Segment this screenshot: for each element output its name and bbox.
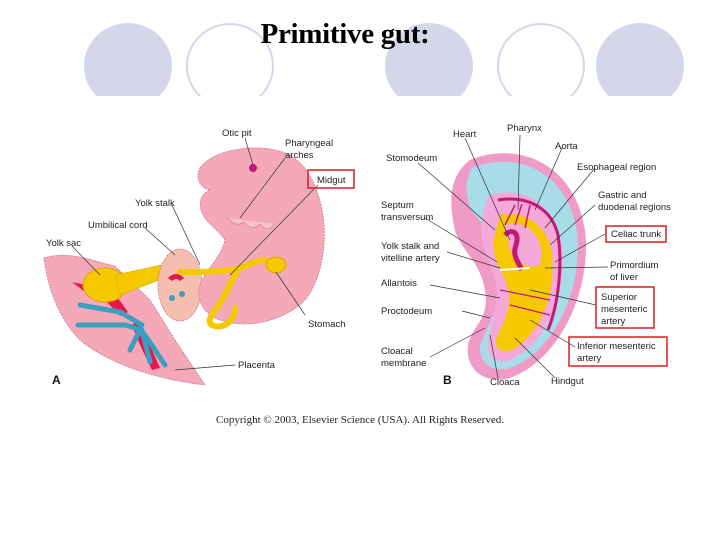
slide-title: Primitive gut:	[260, 18, 430, 50]
label-stomach: Stomach	[308, 319, 346, 330]
label-heart: Heart	[453, 129, 477, 140]
outline-circle	[497, 23, 585, 96]
label-gastric-duodenal: Gastric and	[598, 190, 647, 201]
label-cloaca: Cloaca	[490, 377, 520, 388]
panel-letter-a: A	[52, 373, 61, 387]
panel-letter-b: B	[443, 373, 452, 387]
label-midgut: Midgut	[317, 175, 346, 186]
celiac-trunk-highlight-box	[605, 225, 667, 243]
filled-circle	[84, 23, 172, 96]
label-cloacal-membrane: Cloacal	[381, 346, 413, 357]
label-esophageal-region: Esophageal region	[577, 162, 656, 173]
panel-a: Otic pit Pharyngeal arches Midgut Yolk s…	[43, 128, 355, 387]
label-placenta: Placenta	[238, 360, 276, 371]
inferior-mesenteric-highlight-box	[568, 336, 668, 367]
label-stomodeum: Stomodeum	[386, 153, 437, 164]
label-aorta: Aorta	[555, 141, 578, 152]
label-hindgut: Hindgut	[551, 376, 584, 387]
svg-text:vitelline artery: vitelline artery	[381, 253, 440, 264]
outline-circle	[186, 23, 274, 96]
filled-circle	[385, 23, 473, 96]
midgut-highlight-box	[307, 169, 355, 189]
copyright-notice: Copyright © 2003, Elsevier Science (USA)…	[216, 414, 504, 426]
svg-text:mesenteric: mesenteric	[601, 304, 648, 315]
svg-text:membrane: membrane	[381, 358, 426, 369]
svg-text:duodenal regions: duodenal regions	[598, 202, 671, 213]
label-primordium-liver: Primordium	[610, 260, 659, 271]
label-pharyngeal-arches: Pharyngeal	[285, 138, 333, 149]
label-celiac-trunk: Celiac trunk	[611, 229, 661, 240]
label-yolk-sac: Yolk sac	[46, 238, 81, 249]
svg-text:transversum: transversum	[381, 212, 433, 223]
label-proctodeum: Proctodeum	[381, 306, 432, 317]
label-septum-transversum: Septum	[381, 200, 414, 211]
primitive-gut-figure: Otic pit Pharyngeal arches Midgut Yolk s…	[43, 123, 671, 388]
label-pharynx: Pharynx	[507, 123, 542, 134]
otic-pit	[249, 164, 257, 172]
superior-mesenteric-highlight-box	[595, 286, 655, 329]
label-allantois: Allantois	[381, 278, 417, 289]
label-yolk-stalk-vitelline: Yolk stalk and	[381, 241, 439, 252]
label-otic-pit: Otic pit	[222, 128, 252, 139]
label-inferior-mesenteric: Inferior mesenteric	[577, 341, 656, 352]
label-superior-mesenteric: Superior	[601, 292, 637, 303]
decorative-circles	[84, 23, 684, 96]
label-umbilical-cord: Umbilical cord	[88, 220, 148, 231]
filled-circle	[596, 23, 684, 96]
label-yolk-stalk: Yolk stalk	[135, 198, 175, 209]
panel-b: Pharynx Heart Aorta Stomodeum Esophageal…	[381, 123, 671, 388]
svg-text:arches: arches	[285, 150, 314, 161]
svg-text:artery: artery	[601, 316, 626, 327]
svg-text:of liver: of liver	[610, 272, 638, 283]
svg-text:artery: artery	[577, 353, 602, 364]
